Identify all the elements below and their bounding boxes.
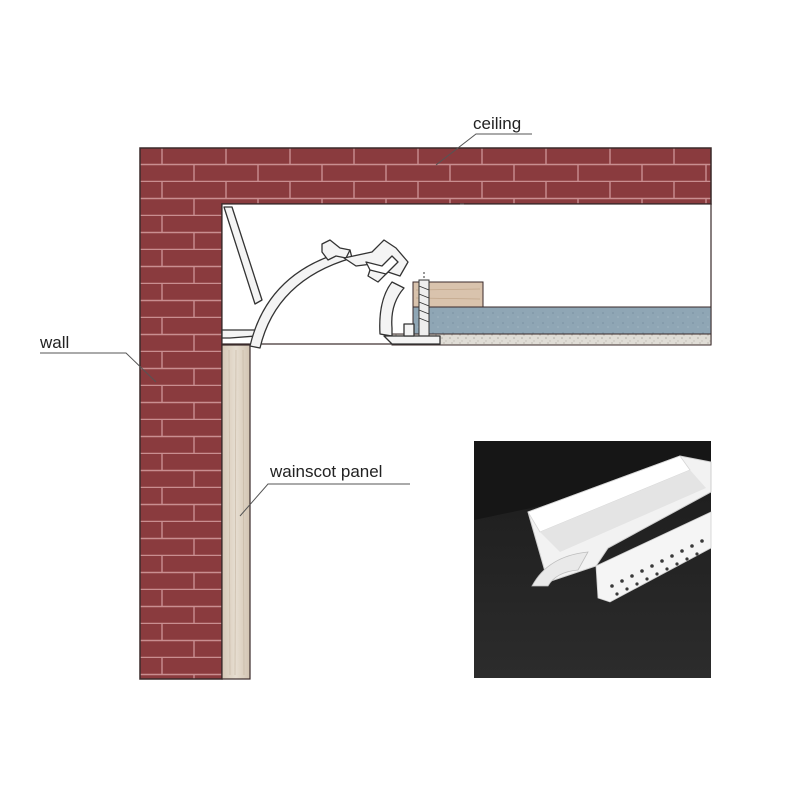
mesh-holes [610,539,704,596]
callout-wainscot: wainscot panel [239,462,410,517]
leader-line-ceiling [435,133,532,166]
product-photo [474,441,712,678]
wainscot-panel [221,344,251,680]
profile-mesh-wing [595,511,712,603]
callout-wall: wall [39,333,157,383]
label-wainscot: wainscot panel [269,462,382,481]
leader-line-wall [40,352,157,383]
label-wall: wall [39,333,69,352]
aluminum-corner-profile [221,206,441,349]
label-ceiling: ceiling [473,114,521,133]
leader-line-wainscot [239,483,410,517]
callout-ceiling: ceiling [435,114,532,166]
ceiling-board [412,306,712,335]
